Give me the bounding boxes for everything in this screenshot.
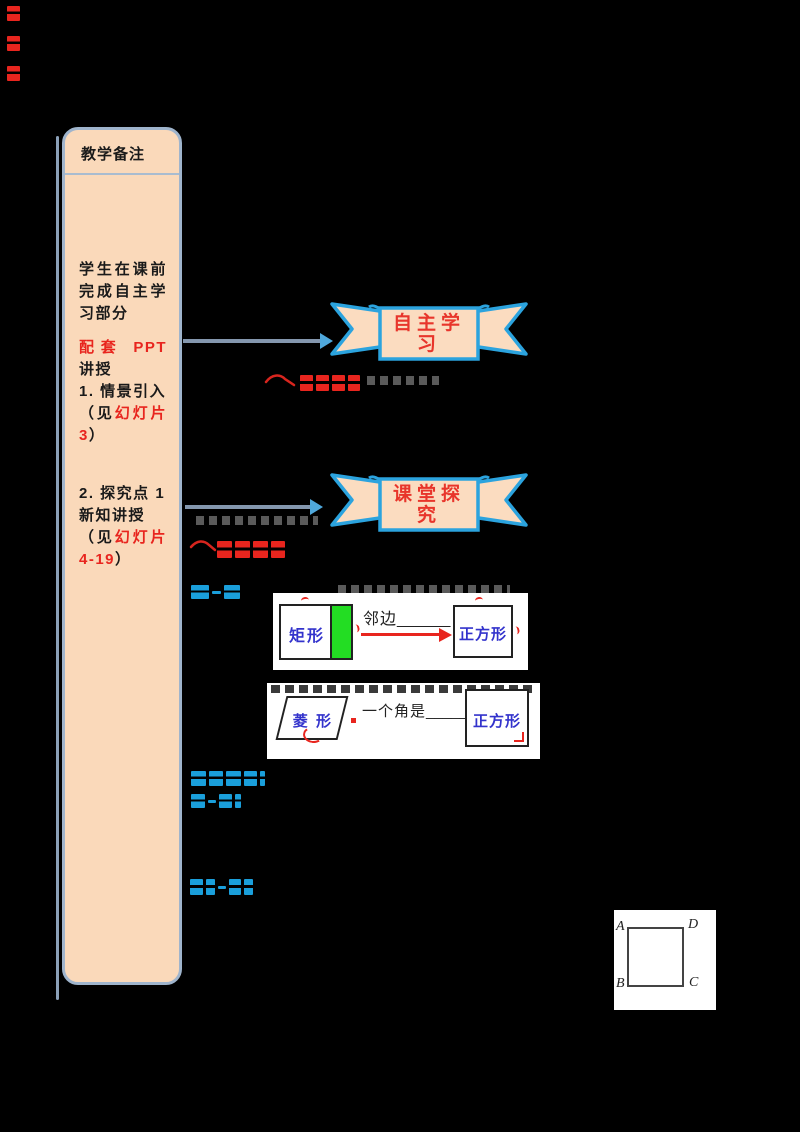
red-tick-icon bbox=[351, 623, 361, 634]
item2-paren-close: ） bbox=[115, 551, 132, 568]
red-arrow-head-icon bbox=[439, 628, 452, 642]
fill-in-blank: ______ bbox=[397, 611, 451, 628]
ppt-black-text: 讲授 bbox=[79, 361, 113, 378]
arrow-right-icon bbox=[320, 333, 333, 349]
red-dot-icon bbox=[351, 718, 356, 723]
cyan-annotation-fragment bbox=[191, 794, 241, 808]
square-label: 正方形 bbox=[472, 713, 521, 730]
teaching-notes-panel: 教学备注 学生在课前完成自主学习部分 配套 PPT 讲授 1. 情景引入 （见幻… bbox=[62, 127, 182, 985]
arrow-right-icon bbox=[310, 499, 323, 515]
vertex-label-b: B bbox=[616, 976, 625, 991]
banner-self-study: 自主学习 bbox=[330, 301, 528, 363]
item1-slides-red: 幻灯片 3 bbox=[79, 405, 167, 444]
note-presession: 学生在课前完成自主学习部分 bbox=[79, 261, 167, 322]
left-vertical-stroke bbox=[56, 136, 59, 1000]
panel-title: 教学备注 bbox=[65, 130, 179, 175]
condition-label: 一个角是 bbox=[362, 703, 427, 720]
red-annotation-fragment bbox=[300, 375, 360, 391]
cyan-annotation-fragment bbox=[191, 771, 265, 786]
item1-paren-open: （见 bbox=[79, 405, 115, 422]
cyan-annotation-fragment bbox=[190, 879, 253, 895]
red-right-angle-icon bbox=[514, 732, 524, 742]
diagram-rect-to-square: 矩形 邻边______ 正方形 bbox=[273, 593, 528, 670]
note-ppt: 配套 PPT 讲授 1. 情景引入 （见幻灯片 3） bbox=[79, 337, 167, 447]
vertex-label-c: C bbox=[689, 975, 699, 990]
item1-title: 1. 情景引入 bbox=[79, 383, 167, 400]
item2-paren-open: （见 bbox=[79, 529, 115, 546]
item1-slide-ref: （见幻灯片 3） bbox=[79, 403, 167, 447]
banner-self-study-label: 自主学习 bbox=[392, 313, 465, 355]
red-glyph-fragment bbox=[7, 36, 20, 51]
red-arrow-line bbox=[361, 633, 441, 636]
vertex-label-d: D bbox=[688, 917, 699, 932]
cyan-annotation-fragment bbox=[191, 585, 240, 599]
square-label: 正方形 bbox=[458, 626, 507, 643]
item2-title: 2. 探究点 1 bbox=[79, 485, 166, 502]
illegible-text-fragment bbox=[338, 585, 510, 593]
diagram-rhombus-to-square: 菱 形 一个角是______ 正方形 bbox=[267, 683, 540, 759]
square-outline bbox=[627, 927, 684, 987]
illegible-text-fragment bbox=[196, 516, 318, 525]
red-scribble-stroke bbox=[189, 540, 217, 552]
item2-slides-red: 幻灯片 4-19 bbox=[79, 529, 167, 568]
rectangle-label: 矩形 bbox=[289, 628, 326, 645]
item2-slide-ref: （见幻灯片 4-19） bbox=[79, 527, 167, 571]
ppt-red-text: 配套 PPT bbox=[79, 339, 167, 356]
red-scribble-stroke bbox=[264, 374, 296, 387]
red-tick-icon bbox=[474, 596, 484, 605]
ribbon-icon bbox=[330, 473, 528, 532]
illegible-text-fragment bbox=[367, 376, 439, 385]
banner-class-explore: 课堂探究 bbox=[330, 472, 528, 534]
fill-in-blank: ______ bbox=[426, 703, 477, 720]
item1-paren-close: ） bbox=[88, 427, 106, 444]
red-glyph-fragment bbox=[7, 66, 20, 81]
condition-text-1: 邻边______ bbox=[363, 605, 450, 629]
condition-label: 邻边 bbox=[363, 611, 398, 628]
condition-text-2: 一个角是______ bbox=[362, 700, 476, 721]
square-shape bbox=[453, 605, 513, 658]
green-highlight-strip bbox=[330, 604, 353, 660]
note-item2: 2. 探究点 1 新知讲授 （见幻灯片 4-19） bbox=[79, 483, 167, 571]
ribbon-icon bbox=[330, 302, 528, 361]
red-glyph-fragment bbox=[7, 6, 20, 21]
item2-subtitle: 新知讲授 bbox=[79, 507, 146, 524]
vertex-label-a: A bbox=[616, 919, 625, 934]
illegible-text-fragment bbox=[271, 685, 533, 693]
red-tick-icon bbox=[511, 625, 521, 636]
red-annotation-fragment bbox=[217, 541, 285, 558]
square-abcd-figure: A D B C bbox=[614, 910, 716, 1010]
connector-line-1 bbox=[183, 339, 324, 343]
square-shape bbox=[465, 689, 529, 747]
banner-class-explore-label: 课堂探究 bbox=[392, 484, 465, 526]
connector-line-2 bbox=[185, 505, 314, 509]
